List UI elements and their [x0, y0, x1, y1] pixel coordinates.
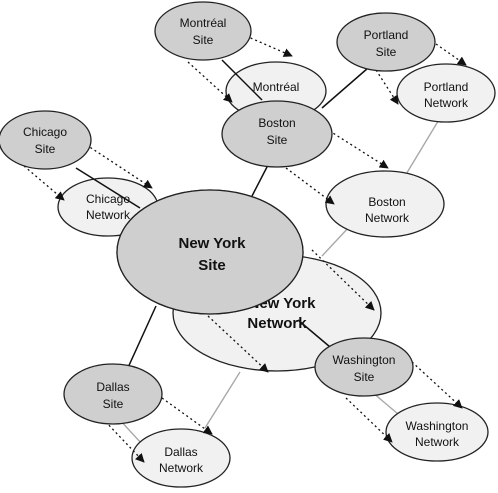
- washington-network-label-1: Washington: [406, 419, 469, 433]
- arrow-dallas-2: [101, 417, 145, 463]
- newyork-site-node-front: [116, 189, 304, 315]
- solid-links: [75, 59, 369, 373]
- boston-site-node: [221, 100, 333, 168]
- arrow-portland-1: [435, 43, 467, 66]
- arrow-washington-1: [411, 361, 463, 409]
- arrow-boston-1: [324, 127, 389, 169]
- link-dallas-newyork: [125, 305, 157, 373]
- washington-site-label-2: Site: [354, 370, 375, 384]
- portland-site-label-1: Portland: [364, 28, 409, 42]
- gray-link-dallas-net: [204, 371, 241, 429]
- montreal-site-label-2: Site: [193, 33, 214, 47]
- arrow-portland-2: [375, 69, 399, 105]
- montreal-network-label-1: Montréal: [253, 80, 300, 94]
- arrow-boston-2: [285, 167, 335, 205]
- portland-network-node: [396, 63, 496, 123]
- chicago-site-node: [0, 110, 92, 170]
- chicago-site-label-1: Chicago: [23, 125, 67, 139]
- portland-site-node: [336, 12, 436, 72]
- arrow-newyork-2: [207, 315, 269, 373]
- newyork-site-label-2: Site: [198, 257, 226, 274]
- arrow-washington-2: [345, 397, 393, 443]
- montreal-site-label-1: Montréal: [180, 16, 227, 30]
- dallas-site-label-1: Dallas: [96, 380, 129, 394]
- washington-network-label-2: Network: [415, 435, 460, 449]
- washington-network-node: [385, 402, 489, 462]
- arrow-chicago-1: [81, 141, 153, 189]
- arrow-newyork-1: [311, 249, 375, 311]
- dallas-site-label-2: Site: [103, 397, 124, 411]
- dotted-arrows: [23, 35, 467, 463]
- chicago-site-label-2: Site: [35, 142, 56, 156]
- boston-network-label-2: Network: [365, 211, 410, 225]
- newyork-site-label-1: New York: [179, 235, 247, 252]
- washington-site-label-1: Washington: [333, 353, 396, 367]
- portland-site-label-2: Site: [376, 45, 397, 59]
- portland-network-label-1: Portland: [424, 80, 469, 94]
- washington-site-node: [314, 337, 414, 397]
- arrow-montreal-2: [187, 61, 233, 103]
- chicago-network-label-2: Network: [86, 208, 131, 222]
- boston-site-label-1: Boston: [258, 116, 295, 130]
- labels: Montréal Site Montréal Portland Site Por…: [23, 16, 469, 475]
- dallas-site-node: [63, 363, 163, 425]
- link-portland-boston: [321, 67, 369, 109]
- arrow-dallas-1: [161, 397, 213, 435]
- boston-site-label-2: Site: [267, 133, 288, 147]
- gray-link-boston-newyork: [321, 225, 351, 257]
- chicago-network-label-1: Chicago: [86, 192, 130, 206]
- boston-network-label-1: Boston: [368, 195, 405, 209]
- link-montreal: [221, 59, 263, 101]
- dallas-network-label-2: Network: [159, 461, 204, 475]
- arrow-montreal-1: [245, 35, 293, 57]
- portland-network-label-2: Network: [424, 96, 469, 110]
- dallas-network-node: [131, 428, 231, 488]
- arrow-chicago-2: [23, 165, 65, 201]
- gray-link-portland-boston: [404, 117, 441, 177]
- newyork-network-label-2: Network: [247, 315, 307, 332]
- montreal-site-node: [154, 1, 252, 61]
- link-boston-newyork: [251, 164, 269, 197]
- dallas-network-label-1: Dallas: [164, 445, 197, 459]
- link-chicago: [75, 167, 141, 209]
